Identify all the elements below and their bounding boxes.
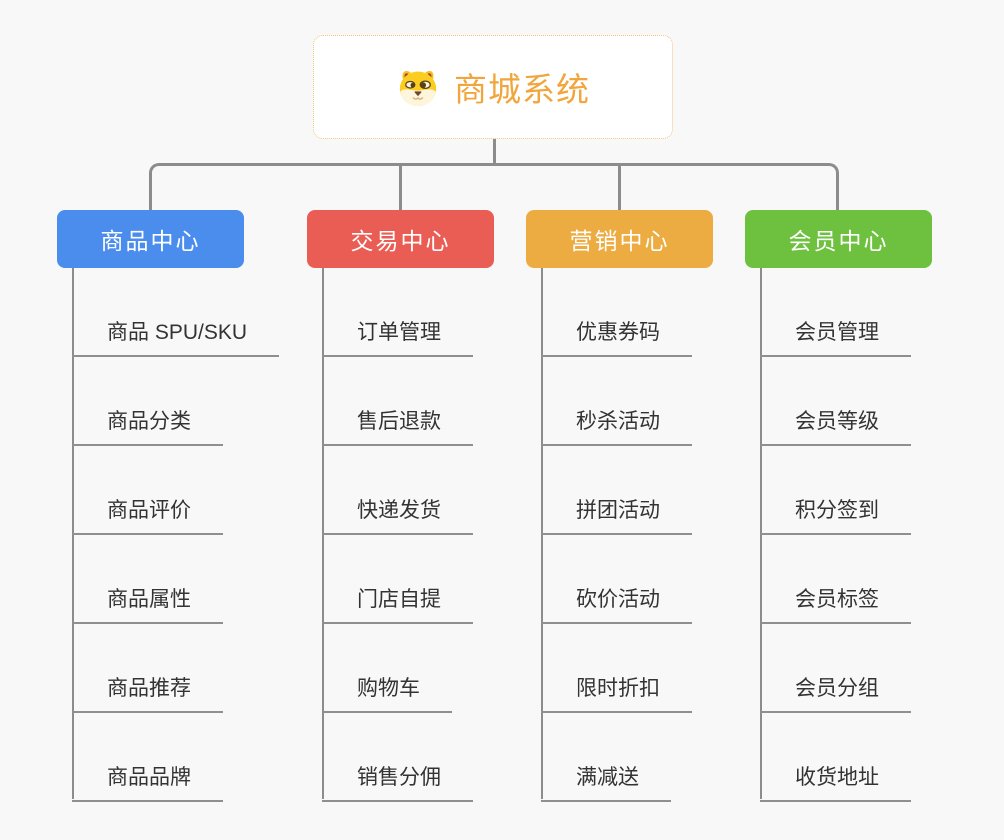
leaf-node[interactable]: 砍价活动 <box>541 587 692 624</box>
leaf-node[interactable]: 商品推荐 <box>72 676 223 713</box>
leaf-node[interactable]: 优惠券码 <box>541 320 692 357</box>
dog-face-icon <box>396 67 440 107</box>
leaf-node[interactable]: 限时折扣 <box>541 676 692 713</box>
root-node-title: 商城系统 <box>454 71 590 108</box>
root-node[interactable]: 商城系统 <box>313 35 673 139</box>
branch-node-marketing[interactable]: 营销中心 <box>526 210 713 268</box>
leaf-node[interactable]: 积分签到 <box>760 498 911 535</box>
branch-node-product[interactable]: 商品中心 <box>57 210 244 268</box>
branch-column-trade: 交易中心 订单管理 售后退款 快递发货 门店自提 购物车 销售分佣 <box>307 210 494 802</box>
branch-column-product: 商品中心 商品 SPU/SKU 商品分类 商品评价 商品属性 商品推荐 商品品牌 <box>57 210 280 802</box>
connector-drop-marketing <box>618 166 621 210</box>
leaf-node[interactable]: 商品评价 <box>72 498 223 535</box>
leaf-node[interactable]: 商品 SPU/SKU <box>72 320 280 357</box>
leaf-node[interactable]: 秒杀活动 <box>541 409 692 446</box>
leaf-node[interactable]: 收货地址 <box>760 765 911 802</box>
connector-drop-trade <box>399 166 402 210</box>
connector-bus <box>149 163 839 210</box>
leaf-node[interactable]: 快递发货 <box>322 498 473 535</box>
branch-node-trade[interactable]: 交易中心 <box>307 210 494 268</box>
leaf-node[interactable]: 拼团活动 <box>541 498 692 535</box>
leaf-node[interactable]: 售后退款 <box>322 409 473 446</box>
leaf-node[interactable]: 订单管理 <box>322 320 473 357</box>
branch-column-member: 会员中心 会员管理 会员等级 积分签到 会员标签 会员分组 收货地址 <box>745 210 932 802</box>
leaf-node[interactable]: 会员标签 <box>760 587 911 624</box>
leaf-node[interactable]: 商品分类 <box>72 409 223 446</box>
leaf-node[interactable]: 商品属性 <box>72 587 223 624</box>
leaf-node[interactable]: 销售分佣 <box>322 765 473 802</box>
leaf-node[interactable]: 商品品牌 <box>72 765 223 802</box>
branch-column-marketing: 营销中心 优惠券码 秒杀活动 拼团活动 砍价活动 限时折扣 满减送 <box>526 210 713 802</box>
connector-root-drop <box>493 139 496 166</box>
leaf-node[interactable]: 会员等级 <box>760 409 911 446</box>
leaf-node[interactable]: 购物车 <box>322 676 452 713</box>
leaf-node[interactable]: 会员分组 <box>760 676 911 713</box>
branch-node-member[interactable]: 会员中心 <box>745 210 932 268</box>
leaf-node[interactable]: 满减送 <box>541 765 671 802</box>
leaf-node[interactable]: 门店自提 <box>322 587 473 624</box>
leaf-node[interactable]: 会员管理 <box>760 320 911 357</box>
